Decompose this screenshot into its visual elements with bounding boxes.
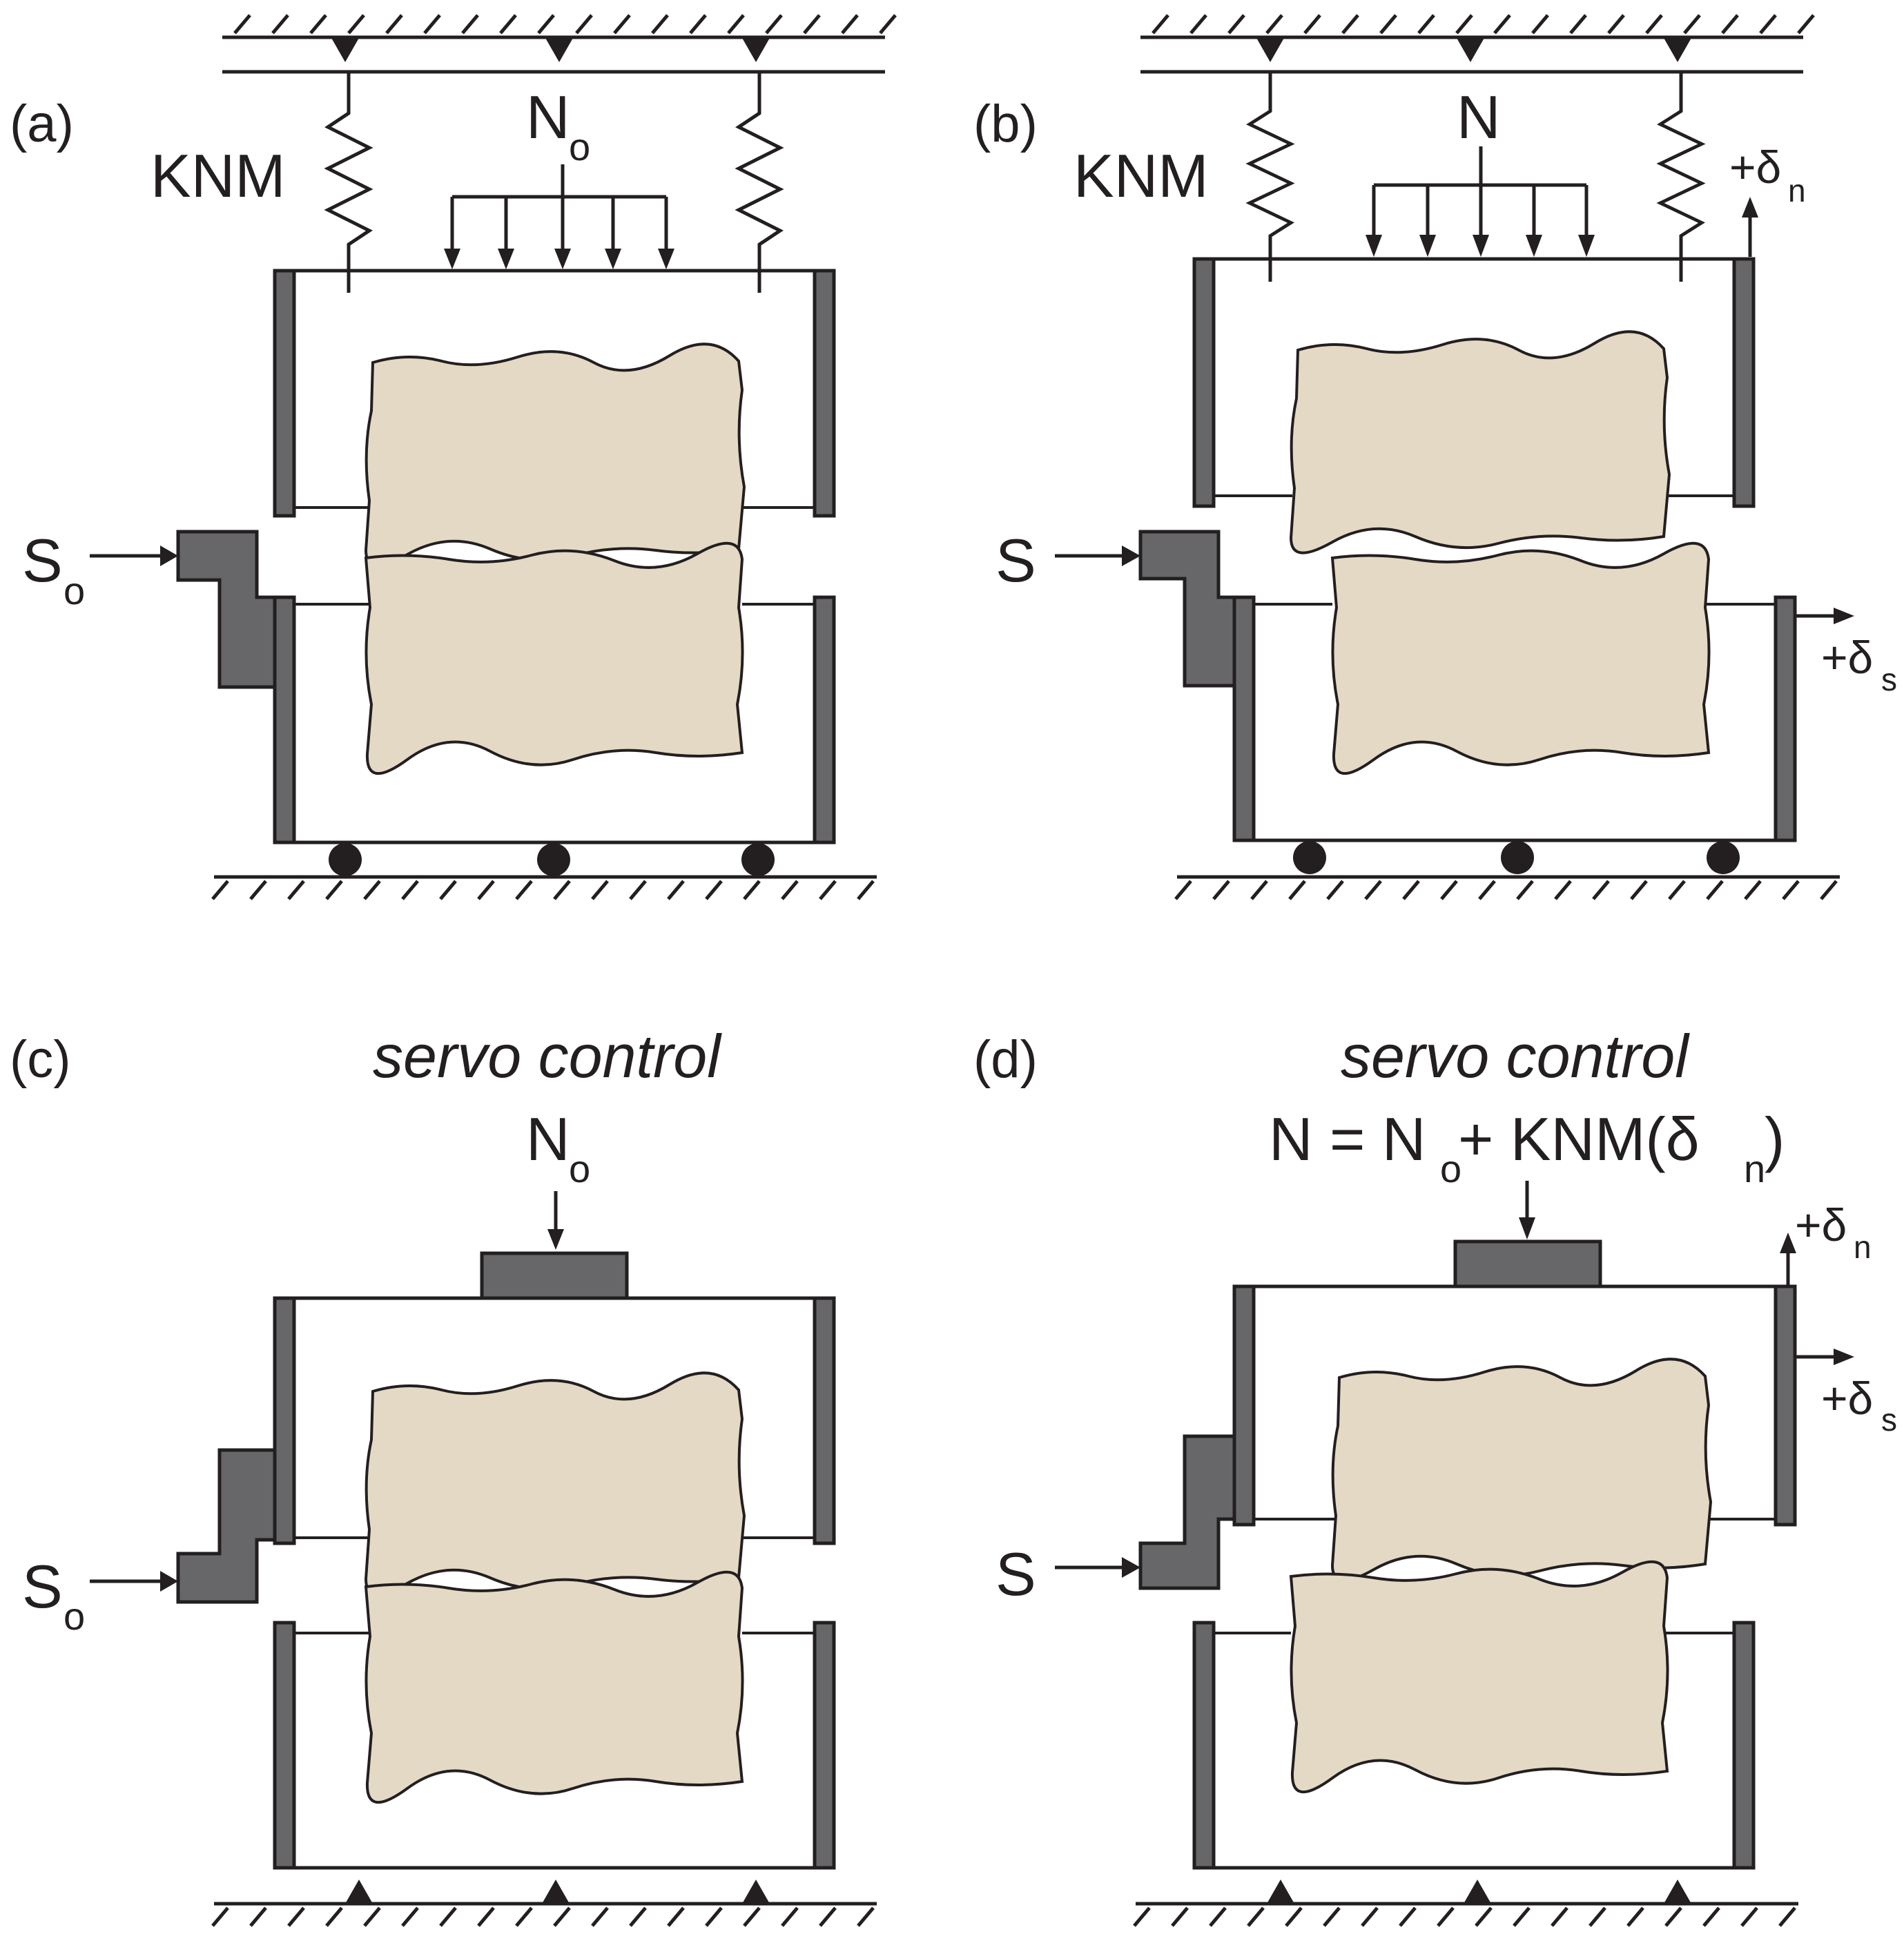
rock-upper	[1290, 330, 1671, 554]
upper-box-right-wall	[813, 269, 836, 518]
lower-box-right-wall	[1774, 595, 1797, 842]
shear-label: S	[995, 1540, 1036, 1608]
shear-label: S	[22, 526, 63, 595]
support	[1464, 1880, 1491, 1904]
panel-a-label: (a)	[10, 95, 74, 153]
roller	[1293, 841, 1326, 874]
normal-load-sub: o	[569, 1147, 590, 1190]
shear-actuator	[176, 1448, 277, 1604]
rock-upper	[365, 1371, 746, 1596]
panel-b-label: (b)	[973, 95, 1038, 153]
ground-hatch	[213, 881, 873, 899]
support	[1664, 1880, 1691, 1904]
shear-actuator	[176, 530, 277, 689]
lower-box-left-wall	[1232, 595, 1256, 842]
support	[1267, 1880, 1294, 1904]
roller	[741, 843, 775, 876]
support	[345, 1880, 373, 1904]
normal-actuator	[1453, 1239, 1602, 1288]
ground-hatch	[1176, 881, 1836, 899]
normal-load-label: N	[526, 1105, 570, 1173]
panel-a: (a) KNM	[10, 15, 895, 899]
shear-sub: o	[64, 569, 85, 612]
normal-displacement-sub: n	[1854, 1229, 1872, 1265]
spring-left	[1250, 72, 1291, 282]
upper-box-right-wall	[1774, 1284, 1797, 1527]
upper-box-left-wall	[1192, 257, 1216, 508]
rock-lower	[1331, 541, 1711, 775]
upper-box-left-wall	[1232, 1284, 1256, 1527]
shear-displacement-label: +δ	[1821, 632, 1873, 683]
normal-load-label: N	[1457, 83, 1501, 151]
lower-box-right-wall	[813, 595, 836, 844]
normal-displacement-label: +δ	[1729, 142, 1781, 193]
lower-box-right-wall	[813, 1621, 836, 1870]
equation-sub2: n	[1744, 1147, 1765, 1190]
panel-c-label: (c)	[10, 1030, 71, 1089]
roller	[329, 843, 362, 876]
ground-hatch	[1134, 1908, 1795, 1926]
distributed-load-arrows	[1366, 185, 1595, 257]
distributed-load-arrows	[444, 197, 674, 269]
panel-b: (b) KNM N	[973, 15, 1897, 899]
shear-actuator	[1138, 1434, 1236, 1590]
roller	[537, 843, 570, 876]
roller	[1501, 841, 1534, 874]
shear-displacement-label: +δ	[1821, 1373, 1873, 1424]
rock-upper	[365, 342, 746, 567]
shear-actuator	[1138, 530, 1236, 688]
shear-sub: o	[64, 1594, 85, 1638]
servo-equation: N = N o + KNM(δ n )	[1269, 1105, 1785, 1190]
spring-label: KNM	[1074, 142, 1209, 210]
roller	[1707, 841, 1740, 874]
shear-label: S	[995, 526, 1036, 595]
control-label: servo control	[373, 1022, 722, 1090]
equation-part3: )	[1765, 1105, 1785, 1173]
rock-lower	[365, 1570, 744, 1804]
ceiling-hatch	[235, 15, 895, 33]
normal-load-sub: o	[569, 125, 590, 168]
normal-actuator	[480, 1251, 629, 1300]
ceiling-hatch	[1153, 15, 1814, 33]
spring-right	[1660, 72, 1702, 282]
rock-lower	[1290, 1560, 1669, 1794]
upper-box-left-wall	[273, 269, 296, 518]
rock-upper	[1331, 1358, 1712, 1582]
equation-part2: + KNM(δ	[1458, 1105, 1700, 1173]
panel-c: (c) servo control N o S o	[10, 1022, 877, 1926]
support	[542, 1880, 570, 1904]
upper-box-right-wall	[1732, 257, 1756, 508]
spring-label: KNM	[150, 142, 286, 210]
spring-right	[739, 72, 780, 293]
shear-label: S	[22, 1552, 63, 1621]
rock-lower	[365, 541, 744, 775]
control-label: servo control	[1341, 1022, 1690, 1090]
upper-box-right-wall	[813, 1296, 836, 1545]
shear-displacement-sub: s	[1881, 1402, 1897, 1438]
normal-load-label: N	[526, 83, 570, 151]
normal-displacement-sub: n	[1788, 173, 1806, 209]
equation-part1: N = N	[1269, 1105, 1426, 1173]
spring-left	[328, 72, 369, 293]
ground-hatch	[213, 1908, 873, 1926]
lower-box-right-wall	[1732, 1621, 1756, 1870]
lower-box-left-wall	[273, 595, 296, 844]
support	[742, 1880, 770, 1904]
lower-box-left-wall	[1192, 1621, 1216, 1870]
panel-d: (d) servo control N = N o + KNM(δ n ) +δ…	[973, 1022, 1897, 1926]
lower-box-left-wall	[273, 1621, 296, 1870]
shear-displacement-sub: s	[1881, 662, 1897, 697]
upper-box-left-wall	[273, 1296, 296, 1545]
normal-displacement-label: +δ	[1795, 1199, 1847, 1250]
equation-sub1: o	[1440, 1147, 1461, 1190]
panel-d-label: (d)	[973, 1030, 1038, 1089]
